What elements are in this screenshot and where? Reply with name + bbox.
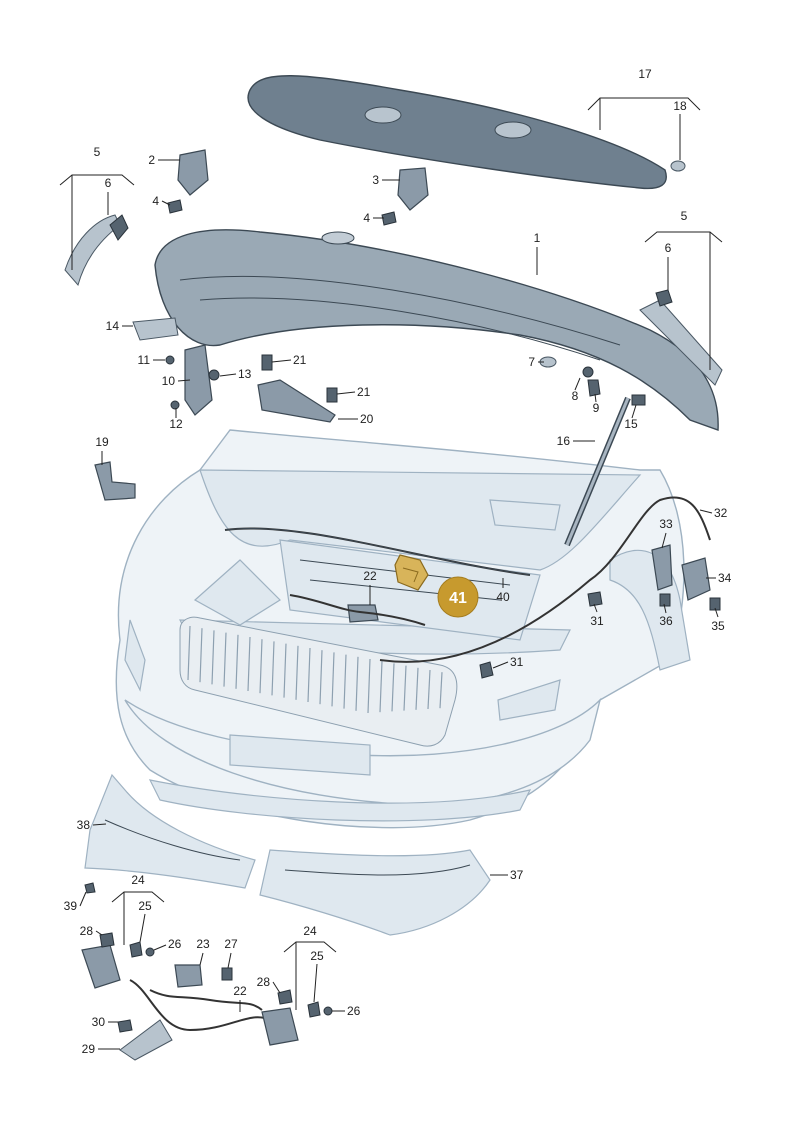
- label-l35: 35: [711, 619, 725, 633]
- label-l26b: 26: [347, 1004, 361, 1018]
- label-l10: 10: [162, 374, 176, 388]
- bracket-10: [184, 344, 213, 416]
- lock-left: [81, 944, 121, 989]
- seal-right: [639, 299, 723, 386]
- label-l25a: 25: [138, 899, 152, 913]
- label-l24b: 24: [303, 924, 317, 938]
- part-41-highlighted: [394, 554, 429, 591]
- hood-insulation-pad: [247, 75, 667, 190]
- label-l22b: 22: [233, 984, 247, 998]
- label-l32: 32: [714, 506, 728, 520]
- part-19: [94, 461, 136, 501]
- label-l6a: 6: [105, 176, 112, 190]
- label-l22a: 22: [363, 569, 377, 583]
- label-l30: 30: [92, 1015, 106, 1029]
- part-14: [132, 317, 179, 341]
- lock-right: [261, 1007, 299, 1046]
- label-l21b: 21: [357, 385, 371, 399]
- bracket-20: [257, 379, 336, 423]
- label-l2: 2: [148, 153, 155, 167]
- label-l27: 27: [224, 937, 238, 951]
- label-l24a: 24: [131, 873, 145, 887]
- label-l28b: 28: [257, 975, 271, 989]
- label-l40: 40: [496, 590, 510, 604]
- hinge-right: [397, 167, 429, 211]
- label-l11: 11: [138, 353, 151, 367]
- label-l1: 1: [534, 231, 541, 245]
- part-23: [174, 964, 203, 988]
- part-34: [681, 557, 711, 601]
- label-l38: 38: [77, 818, 91, 832]
- label-l20: 20: [360, 412, 374, 426]
- label-l5a: 5: [94, 145, 101, 159]
- label-l4a: 4: [152, 194, 159, 208]
- label-l7: 7: [528, 355, 535, 369]
- label-l21a: 21: [293, 353, 307, 367]
- latch-22: [347, 604, 379, 623]
- callout-41-label: 41: [449, 590, 467, 607]
- label-l34: 34: [718, 571, 732, 585]
- callout-41: 41: [437, 576, 479, 618]
- label-l31b: 31: [510, 655, 524, 669]
- label-l5b: 5: [681, 209, 688, 223]
- label-l26a: 26: [168, 937, 182, 951]
- label-l29: 29: [82, 1042, 96, 1056]
- label-l39: 39: [64, 899, 78, 913]
- label-l15: 15: [624, 417, 638, 431]
- label-l14: 14: [106, 319, 120, 333]
- label-l18: 18: [673, 99, 687, 113]
- label-l19: 19: [95, 435, 109, 449]
- label-l25b: 25: [310, 949, 324, 963]
- label-l33: 33: [659, 517, 673, 531]
- label-l13: 13: [238, 367, 252, 381]
- label-l36: 36: [659, 614, 673, 628]
- label-l6b: 6: [665, 241, 672, 255]
- bonnet: [154, 229, 719, 431]
- label-l37: 37: [510, 868, 524, 882]
- hinge-left: [177, 149, 209, 196]
- label-l4b: 4: [363, 211, 370, 225]
- label-l23: 23: [196, 937, 210, 951]
- label-l9: 9: [593, 401, 600, 415]
- cowl-right: [259, 849, 491, 936]
- label-l12: 12: [169, 417, 183, 431]
- label-l8: 8: [572, 389, 579, 403]
- radiator-grille: [179, 616, 458, 747]
- part-33: [651, 544, 673, 591]
- label-l17: 17: [638, 67, 652, 81]
- label-l31a: 31: [590, 614, 604, 628]
- part-29: [119, 1019, 173, 1061]
- label-l28a: 28: [80, 924, 94, 938]
- cowl-left: [84, 773, 256, 889]
- label-l3: 3: [372, 173, 379, 187]
- label-l16: 16: [557, 434, 571, 448]
